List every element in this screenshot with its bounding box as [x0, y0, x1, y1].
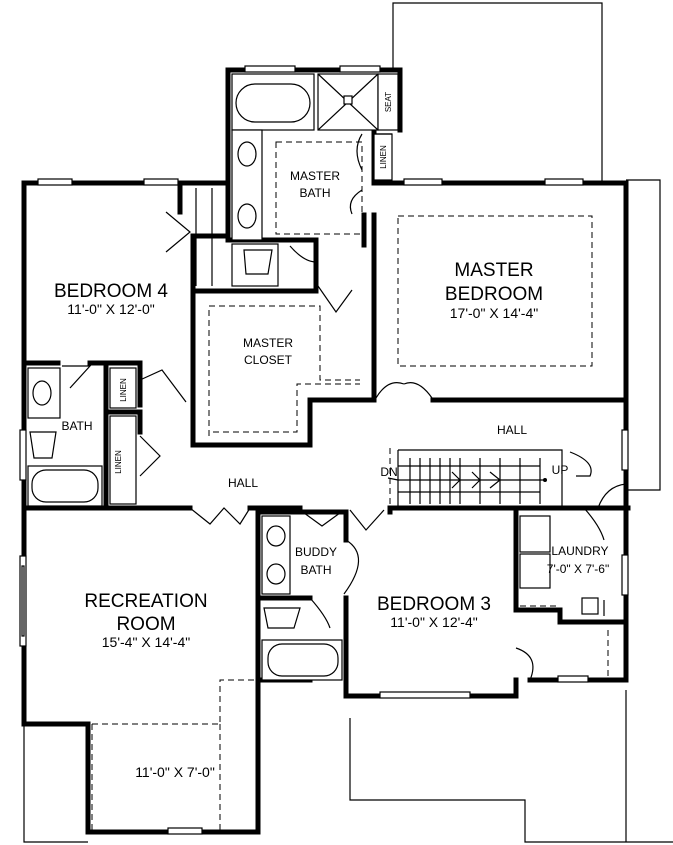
recreation-name-2: ROOM [116, 614, 175, 635]
buddy-bath-fixtures [261, 515, 360, 681]
stairs-down-label: DN [380, 465, 397, 479]
bonus-dims: 11'-0" X 7'-0" [135, 764, 215, 780]
master-closet-label-2: CLOSET [244, 353, 293, 367]
exterior-outlines [23, 2, 673, 843]
linen-master-label: LINEN [379, 145, 388, 169]
master-bath-label-2: BATH [299, 186, 330, 200]
master-bath-fixtures [231, 73, 399, 287]
bath-label: BATH [61, 419, 92, 433]
buddy-bath-label-2: BATH [300, 563, 331, 577]
master-bedroom-dims: 17'-0" X 14'-4" [450, 305, 538, 321]
stairs-up-label: UP [552, 463, 569, 477]
master-bath-label-1: MASTER [290, 169, 340, 183]
hall-lower-label: HALL [228, 476, 258, 490]
master-bedroom-name-2: BEDROOM [445, 284, 543, 305]
master-closet-label-1: MASTER [243, 336, 293, 350]
rec-room-bonus [91, 679, 254, 830]
recreation-dims: 15'-4" X 14'-4" [102, 634, 190, 650]
buddy-bath-label-1: BUDDY [295, 545, 337, 559]
laundry-dims: 7'-0" X 7'-6" [547, 562, 609, 576]
hall-upper-label: HALL [497, 423, 527, 437]
room-labels: BEDROOM 4 11'-0" X 12'-0" MASTER BEDROOM… [54, 92, 609, 780]
closet-shelves [165, 188, 360, 436]
linen-bath-lower-label: LINEN [114, 450, 123, 474]
laundry-name: LAUNDRY [551, 544, 608, 558]
windows [19, 65, 629, 835]
recreation-name-1: RECREATION [84, 591, 207, 612]
bedroom3-name: BEDROOM 3 [377, 594, 491, 615]
master-bedroom-tray [375, 215, 593, 399]
master-bedroom-name-1: MASTER [454, 260, 533, 281]
seat-label: SEAT [384, 92, 393, 112]
bedroom4-name: BEDROOM 4 [54, 281, 168, 302]
bedroom3-dims: 11'-0" X 12'-4" [390, 614, 477, 630]
laundry-fixtures [515, 507, 609, 681]
stairs [299, 448, 627, 531]
linen-bath-upper-label: LINEN [119, 378, 128, 402]
left-bath-fixtures [27, 365, 251, 525]
bedroom4-dims: 11'-0" X 12'-0" [67, 301, 154, 317]
